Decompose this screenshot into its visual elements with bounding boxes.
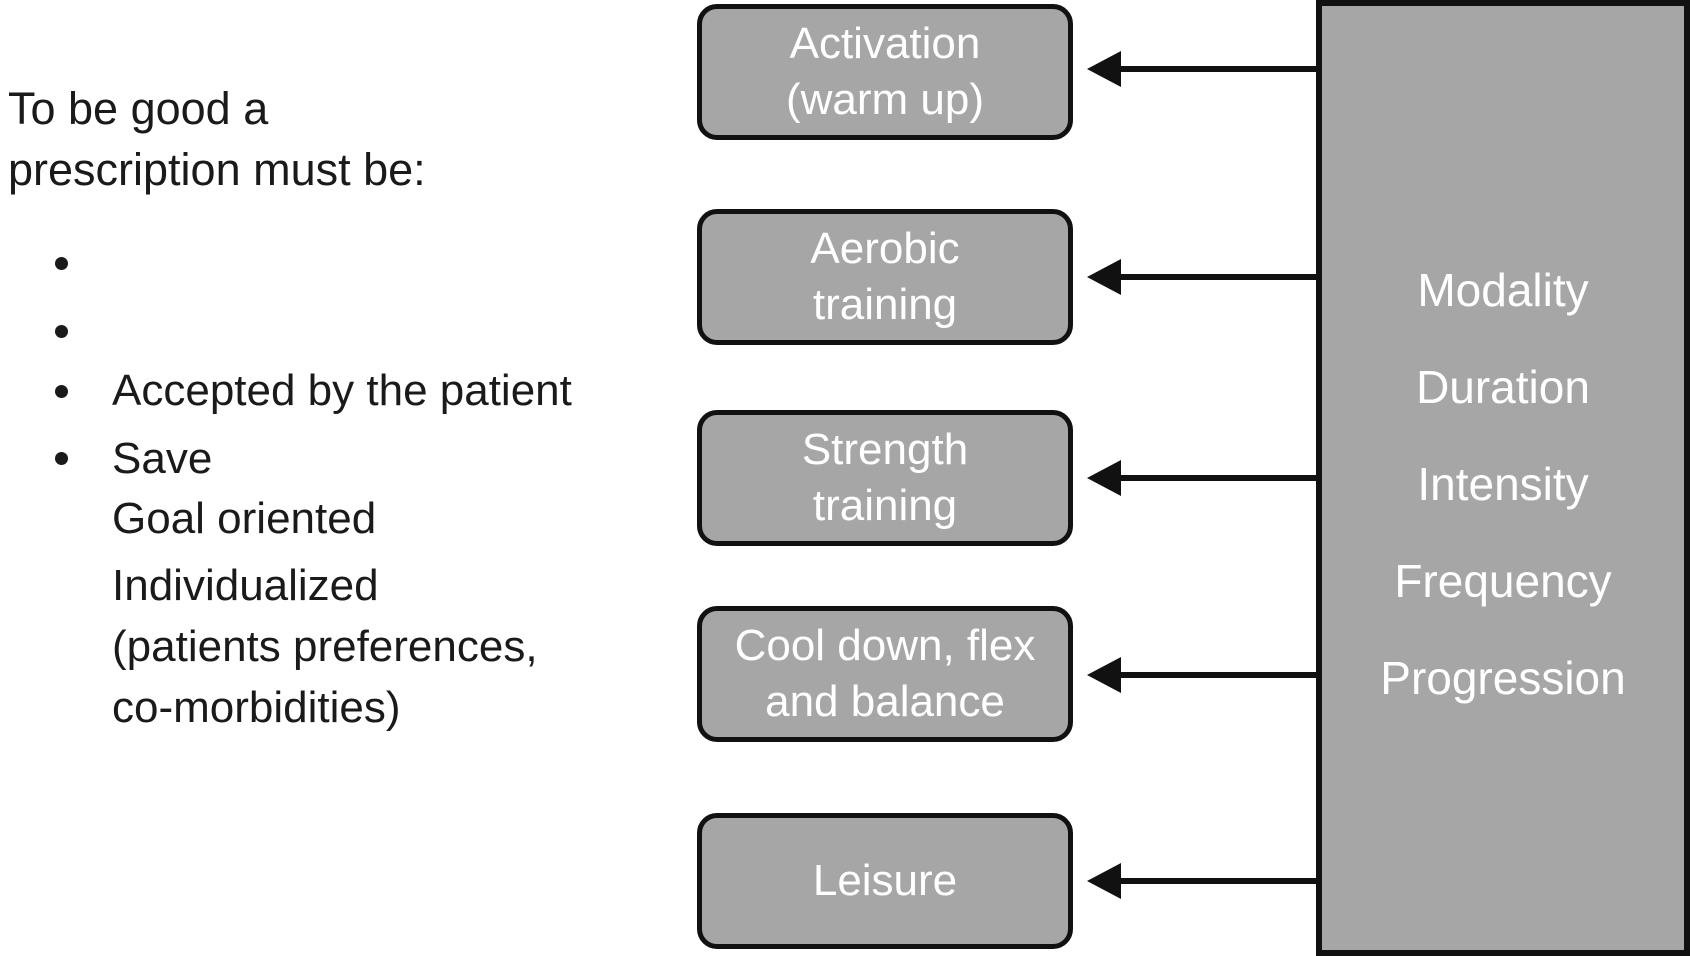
box-label: Cool down, flex and balance [734, 621, 1036, 726]
arrow-line [1115, 274, 1317, 280]
box-label: Activation (warm up) [785, 19, 985, 124]
panel-item-frequency: Frequency [1394, 554, 1612, 607]
arrow-connector-activation [1087, 51, 1317, 87]
panel-item-modality: Modality [1417, 263, 1589, 316]
stage-box-cooldown-flex-balance: Cool down, flex and balance [697, 606, 1073, 742]
box-label: Strength training [801, 425, 969, 530]
bullet-text: Accepted by the patient [112, 366, 572, 415]
list-item: Goal oriented [55, 366, 672, 549]
stage-box-strength-training: Strength training [697, 410, 1073, 546]
stage-box-leisure: Leisure [697, 813, 1073, 949]
list-item: Save [55, 306, 672, 489]
arrow-connector-aerobic [1087, 259, 1317, 295]
arrowhead-left-icon [1087, 863, 1121, 899]
bullet-dot-icon [55, 325, 68, 338]
panel-item-duration: Duration [1416, 360, 1590, 413]
note-heading: To be good a prescription must be: [8, 83, 426, 195]
bullet-text: Goal oriented [112, 494, 377, 543]
bullet-dot-icon [55, 452, 68, 465]
parameters-panel: Modality Duration Intensity Frequency Pr… [1316, 0, 1690, 956]
parameters-list: Modality Duration Intensity Frequency Pr… [1322, 241, 1684, 726]
bullet-text: Individualized (patients preferences, co… [112, 561, 538, 732]
panel-item-intensity: Intensity [1417, 457, 1589, 510]
bullet-dot-icon [55, 385, 68, 398]
arrow-connector-cooldown [1087, 657, 1317, 693]
arrowhead-left-icon [1087, 460, 1121, 496]
arrowhead-left-icon [1087, 51, 1121, 87]
box-label: Aerobic training [810, 224, 960, 329]
arrow-connector-strength [1087, 460, 1317, 496]
box-label: Leisure [812, 856, 958, 905]
list-item: Individualized (patients preferences, co… [55, 433, 672, 738]
stage-box-aerobic-training: Aerobic training [697, 209, 1073, 345]
arrow-connector-leisure [1087, 863, 1317, 899]
list-item: Accepted by the patient [55, 238, 672, 421]
stage-box-activation: Activation (warm up) [697, 4, 1073, 140]
panel-item-progression: Progression [1380, 651, 1626, 704]
arrow-line [1115, 672, 1317, 678]
arrowhead-left-icon [1087, 259, 1121, 295]
arrow-line [1115, 66, 1317, 72]
arrowhead-left-icon [1087, 657, 1121, 693]
arrow-line [1115, 475, 1317, 481]
bullet-dot-icon [55, 257, 68, 270]
bullet-text: Save [112, 434, 213, 483]
arrow-line [1115, 878, 1317, 884]
